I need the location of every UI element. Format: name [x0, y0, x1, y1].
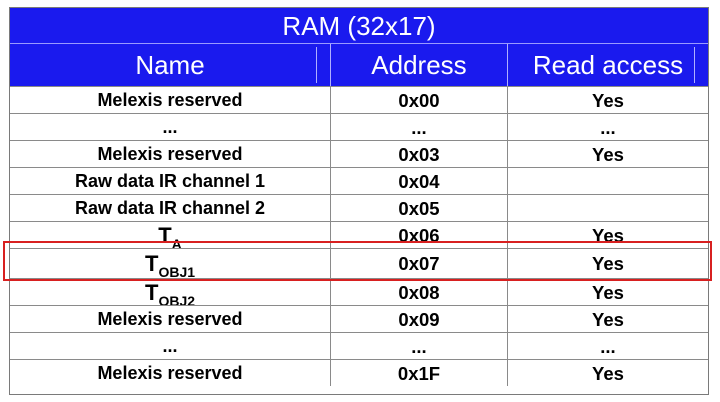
row-name: Melexis reserved: [97, 144, 243, 164]
symbol-subscript: A: [171, 236, 182, 252]
row-address: 0x03: [330, 141, 507, 167]
row-name: Melexis reserved: [97, 309, 243, 329]
header-divider-decoration: [694, 47, 695, 83]
row-read-access: ...: [507, 333, 708, 359]
row-read-access: ...: [507, 114, 708, 140]
table-row: ... ... ...: [10, 113, 708, 140]
table-row: Melexis reserved 0x03 Yes: [10, 140, 708, 167]
row-name: Melexis reserved: [97, 90, 243, 110]
table-row: Melexis reserved 0x1F Yes: [10, 359, 708, 386]
symbol-main: T: [144, 251, 159, 276]
row-address: 0x08: [330, 279, 507, 305]
row-read-access: Yes: [507, 141, 708, 167]
row-read-access: Yes: [507, 87, 708, 113]
row-name: TA: [10, 222, 330, 252]
row-name: TOBJ2: [10, 279, 330, 309]
row-address: ...: [330, 114, 507, 140]
table-title: RAM (32x17): [10, 8, 708, 44]
table-row: Raw data IR channel 1 0x04: [10, 167, 708, 194]
header-address: Address: [330, 44, 507, 86]
row-read-access: Yes: [507, 306, 708, 332]
header-divider-decoration: [316, 47, 317, 83]
row-read-access: Yes: [507, 249, 708, 278]
row-address: ...: [330, 333, 507, 359]
row-read-access: [507, 168, 708, 194]
table-row: TOBJ2 0x08 Yes: [10, 278, 708, 309]
row-read-access: [507, 195, 708, 221]
header-read-access: Read access: [507, 44, 708, 86]
row-name: ...: [162, 336, 178, 356]
row-address: 0x07: [330, 249, 507, 278]
row-address: 0x00: [330, 87, 507, 113]
symbol-subscript: OBJ1: [158, 264, 196, 280]
row-address: 0x1F: [330, 360, 507, 386]
table-row: TA 0x06 Yes: [10, 221, 708, 252]
row-address: 0x06: [330, 222, 507, 248]
header-row: Name Address Read access: [10, 44, 708, 86]
row-name: Raw data IR channel 1: [74, 171, 266, 191]
row-read-access: Yes: [507, 279, 708, 305]
row-address: 0x09: [330, 306, 507, 332]
row-name: TOBJ1: [10, 249, 330, 280]
table-body: Melexis reserved 0x00 Yes ... ... ... Me…: [10, 86, 708, 386]
table-row: Melexis reserved 0x00 Yes: [10, 86, 708, 113]
row-address: 0x04: [330, 168, 507, 194]
symbol-main: T: [144, 280, 159, 305]
header-name: Name: [135, 50, 205, 80]
row-name: ...: [162, 117, 178, 137]
ram-table: RAM (32x17) Name Address Read access Mel…: [9, 7, 709, 395]
table-row: Raw data IR channel 2 0x05: [10, 194, 708, 221]
row-name: Melexis reserved: [97, 363, 243, 383]
row-read-access: Yes: [507, 222, 708, 248]
table-row-highlighted: TOBJ1 0x07 Yes: [10, 248, 708, 280]
row-name: Raw data IR channel 2: [74, 198, 266, 218]
table-row: ... ... ...: [10, 332, 708, 359]
row-address: 0x05: [330, 195, 507, 221]
row-read-access: Yes: [507, 360, 708, 386]
symbol-main: T: [158, 223, 172, 248]
table-row: Melexis reserved 0x09 Yes: [10, 305, 708, 332]
